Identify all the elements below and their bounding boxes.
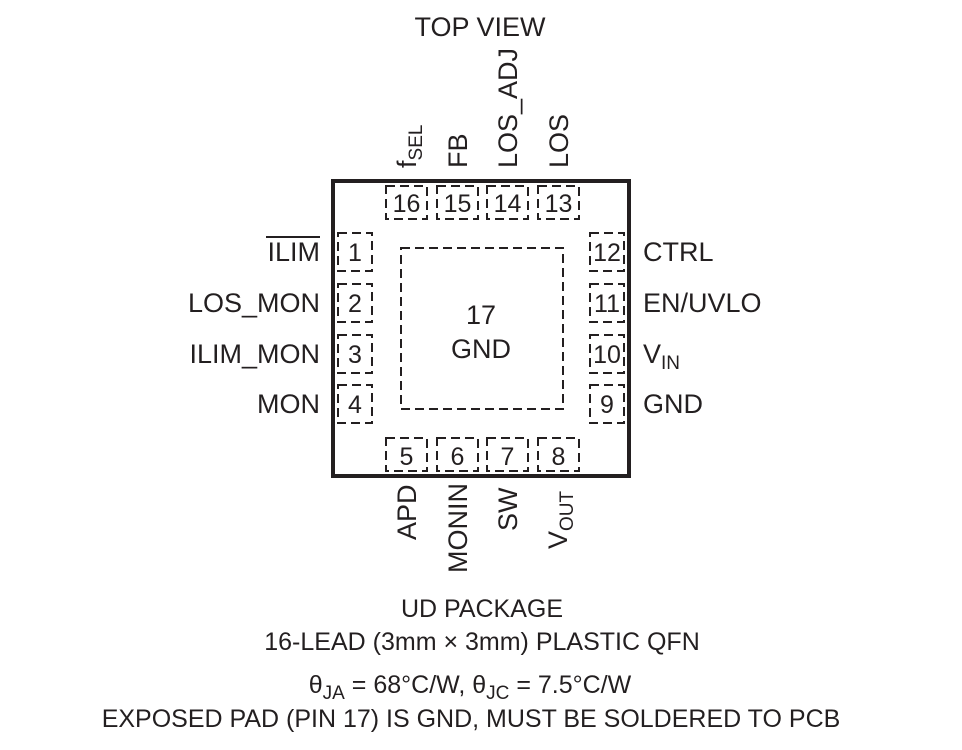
pin-number: 3 (348, 341, 362, 369)
pin-14: 14 LOS_ADJ (486, 48, 529, 220)
pin-10: 10 VIN (589, 334, 680, 374)
pin-name: MON (257, 389, 320, 419)
thermal-resistance: θJA = 68°C/W, θJC = 7.5°C/W (309, 671, 632, 704)
pin-number: 1 (348, 239, 362, 267)
pin-number: 11 (594, 290, 620, 318)
pin-name: ILIM (267, 237, 320, 267)
pin-name: ILIM_MON (189, 339, 320, 369)
pin-name: LOS_ADJ (493, 48, 523, 168)
pin-number: 12 (593, 239, 621, 267)
pin-name: CTRL (643, 237, 714, 267)
pin-number: 9 (600, 391, 614, 419)
pin-name: LOS (544, 114, 574, 168)
pin-3: 3 ILIM_MON (189, 334, 373, 374)
pin-pad (385, 185, 428, 220)
pin-name: fSEL (392, 125, 427, 168)
pin-pad (337, 334, 373, 374)
pin-15: 15 FB (436, 133, 479, 220)
exposed-pad-number: 17 (466, 300, 496, 330)
pin-number: 16 (393, 190, 421, 218)
pin-number: 2 (348, 290, 362, 318)
exposed-pad (400, 247, 564, 410)
pin-name: LOS_MON (188, 288, 320, 318)
pin-number: 15 (444, 190, 472, 218)
pin-11: 11 EN/UVLO (589, 283, 762, 323)
pin-13: 13 LOS (537, 114, 580, 220)
pin-9: 9 GND (589, 384, 703, 424)
pin-pad (385, 437, 428, 472)
pin-2: 2 LOS_MON (188, 283, 373, 323)
pin-pad (436, 185, 479, 220)
pin-pad (537, 185, 580, 220)
pin-number: 7 (501, 443, 515, 471)
pin-number: 6 (451, 443, 465, 471)
exposed-pad-note: EXPOSED PAD (PIN 17) IS GND, MUST BE SOL… (102, 705, 841, 733)
pin-pad (537, 437, 580, 472)
pin-number: 14 (494, 190, 522, 218)
pin-pad (589, 334, 625, 374)
package-name: UD PACKAGE (401, 595, 563, 623)
pin-pad (486, 185, 529, 220)
pin-8: 8 VOUT (537, 437, 580, 549)
pin-number: 10 (593, 341, 621, 369)
pin-number: 4 (348, 391, 362, 419)
pin-pad (337, 384, 373, 424)
pin-number: 5 (400, 443, 414, 471)
view-title: TOP VIEW (414, 12, 546, 42)
pin-6: 6 MONIN (436, 437, 479, 573)
pin-name: VOUT (543, 490, 578, 549)
pin-number: 8 (552, 443, 566, 471)
pin-7: 7 SW (486, 437, 529, 531)
pin-name: SW (493, 487, 523, 531)
pin-name: VIN (643, 339, 680, 374)
pin-16: 16 fSEL (385, 125, 428, 220)
pin-5: 5 APD (385, 437, 428, 540)
pin-name: GND (643, 389, 703, 419)
pin-pad (589, 232, 625, 272)
pin-name: FB (443, 133, 473, 168)
pin-4: 4 MON (257, 384, 373, 424)
pin-12: 12 CTRL (589, 232, 714, 272)
package-outline (331, 179, 631, 478)
pin-pad (589, 283, 625, 323)
pin-1: 1 ILIM (266, 232, 373, 272)
pin-name: EN/UVLO (643, 288, 762, 318)
exposed-pad-name: GND (451, 334, 511, 364)
pin-name: MONIN (443, 483, 473, 573)
pin-name: APD (392, 484, 422, 540)
pin-pad (486, 437, 529, 472)
pin-pad (589, 384, 625, 424)
pin-number: 13 (545, 190, 573, 218)
pin-pad (436, 437, 479, 472)
pin-pad (337, 232, 373, 272)
package-description: 16-LEAD (3mm × 3mm) PLASTIC QFN (264, 628, 700, 656)
pin-pad (337, 283, 373, 323)
